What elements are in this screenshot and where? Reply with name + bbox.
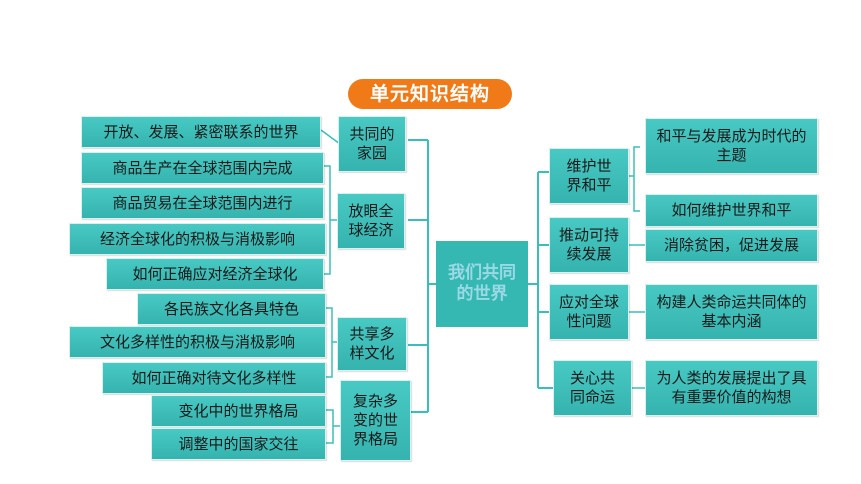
right-item: 为人类的发展提出了具有重要价值的构想 (645, 360, 818, 416)
left-item: 开放、发展、紧密联系的世界 (81, 116, 321, 148)
right-item: 如何维护世界和平 (645, 194, 818, 227)
left-item: 各民族文化各具特色 (137, 293, 326, 325)
left-item: 商品生产在全球范围内完成 (81, 152, 324, 184)
right-item: 消除贫困，促进发展 (645, 229, 818, 262)
left-item: 变化中的世界格局 (151, 395, 326, 427)
left-item: 调整中的国家交往 (151, 428, 326, 460)
left-item: 文化多样性的积极与消极影响 (69, 326, 326, 358)
left-item: 如何正确应对经济全球化 (106, 258, 324, 290)
center-node: 我们共同的世界 (436, 241, 528, 327)
left-item: 如何正确对待文化多样性 (102, 362, 326, 394)
right-item: 和平与发展成为时代的主题 (645, 118, 818, 174)
left-item: 经济全球化的积极与消极影响 (69, 223, 326, 255)
right-topic-3: 应对全球性问题 (549, 284, 629, 340)
right-topic-2: 推动可持续发展 (549, 217, 629, 273)
right-topic-4: 关心共同命运 (553, 360, 632, 416)
right-topic-1: 维护世界和平 (549, 148, 629, 204)
left-topic-3: 共享多样文化 (337, 317, 407, 371)
left-topic-2: 放眼全球经济 (337, 193, 405, 249)
left-topic-1: 共同的家园 (338, 116, 406, 172)
left-item: 商品贸易在全球范围内进行 (81, 187, 324, 219)
diagram-title: 单元知识结构 (348, 79, 512, 109)
right-item: 构建人类命运共同体的基本内涵 (645, 284, 818, 340)
left-topic-4: 复杂多变的世界格局 (340, 380, 411, 461)
